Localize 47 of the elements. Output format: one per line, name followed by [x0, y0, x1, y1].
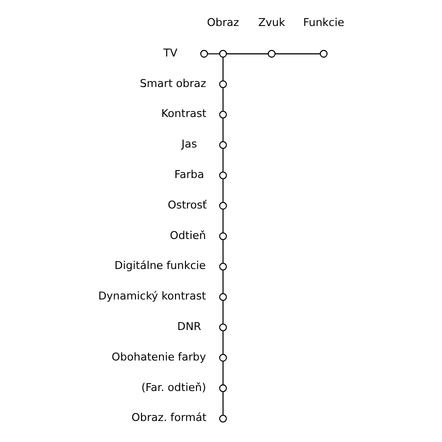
node-label: Farba [174, 168, 204, 181]
node-label: Dynamický kontrast [98, 290, 206, 303]
connector [222, 118, 224, 142]
connector [222, 57, 224, 81]
node-label: Smart obraz [140, 76, 206, 90]
node-circle [219, 172, 227, 180]
node-circle [219, 202, 227, 210]
connector [222, 88, 224, 112]
node-label: Obraz. formát [132, 411, 206, 424]
node-circle [219, 354, 227, 362]
node-circle [219, 262, 227, 270]
connector [208, 53, 220, 54]
node-circle [200, 50, 208, 58]
node-label: Funkcie [303, 16, 344, 29]
node-circle [320, 50, 328, 58]
node-label: Digitálne funkcie [114, 259, 206, 272]
node-label: TV [163, 46, 178, 60]
node-circle [219, 80, 227, 88]
node-label: Obraz [206, 16, 240, 29]
connector [222, 240, 224, 264]
connector [222, 209, 224, 233]
node-label: Odtieň [170, 228, 206, 242]
node-label: Kontrast [161, 107, 206, 120]
node-circle [219, 384, 227, 392]
connector [222, 392, 224, 416]
connector [222, 148, 224, 172]
node-label: Ostrosť [168, 198, 207, 212]
node-circle [219, 414, 227, 422]
node-circle [219, 50, 227, 58]
node-circle [219, 232, 227, 240]
node-label: Obohatenie farby [112, 350, 206, 364]
connector [222, 178, 224, 202]
node-circle [219, 293, 227, 301]
node-label: Zvuk [258, 16, 286, 29]
connector [222, 300, 224, 324]
connector [222, 330, 224, 354]
connector [226, 53, 268, 54]
connector [222, 361, 224, 385]
node-label: DNR [177, 320, 202, 333]
node-circle [268, 50, 276, 58]
node-circle [219, 141, 227, 149]
node-label: Jas [182, 138, 197, 151]
node-label: (Far. odtieň) [141, 380, 206, 394]
connector [275, 53, 320, 54]
node-circle [219, 110, 227, 118]
connector [222, 270, 224, 294]
node-circle [219, 324, 227, 332]
